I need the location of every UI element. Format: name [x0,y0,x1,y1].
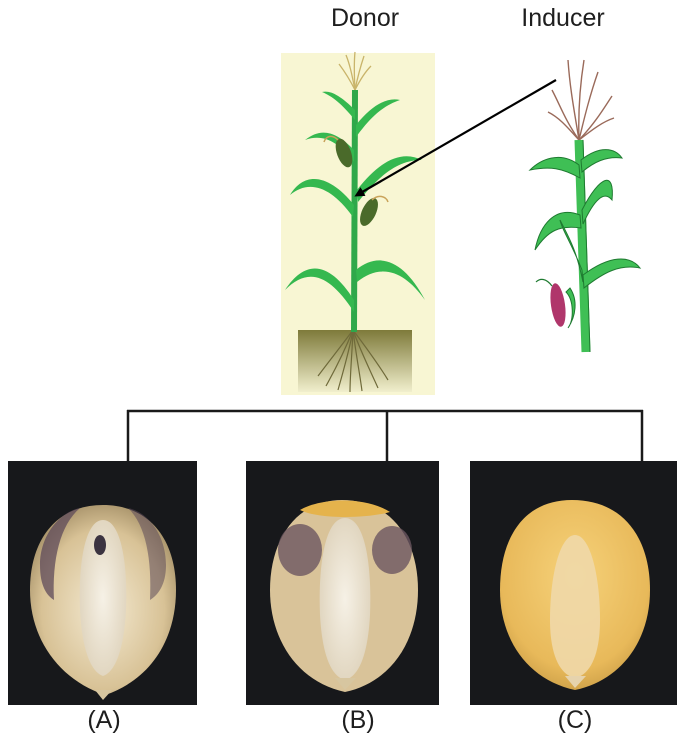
donor-plant [281,52,435,395]
progeny-bracket [127,410,643,462]
kernel-label-c: (C) [535,706,615,735]
kernel-photo-c [470,461,677,705]
kernel-photo-a [8,461,197,705]
kernel-label-a: (A) [64,706,144,735]
inducer-plant [530,60,640,352]
kernel-photo-b [246,461,439,705]
kernel-label-b: (B) [318,706,398,735]
